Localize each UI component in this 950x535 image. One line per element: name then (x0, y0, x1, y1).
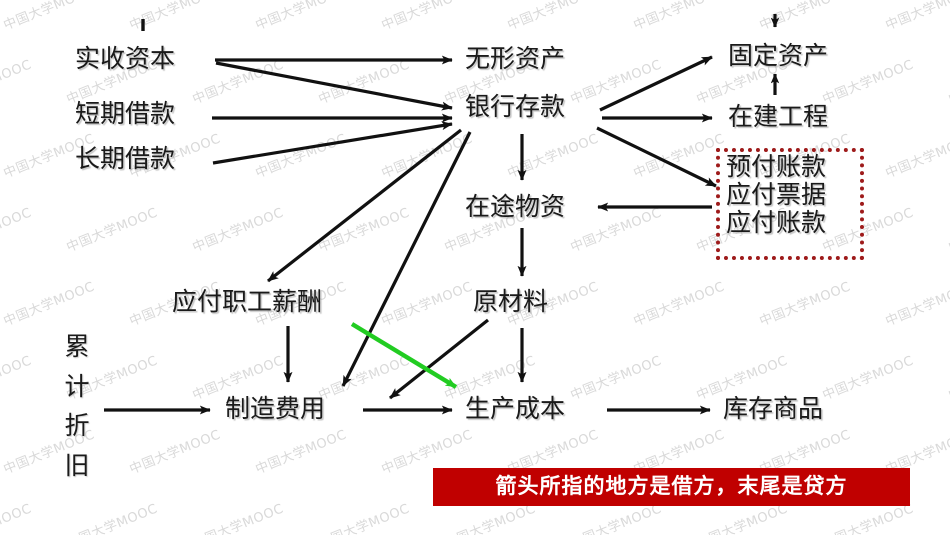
node-finished-goods[interactable]: 库存商品 (723, 394, 824, 423)
watermark-text: 中国大学MOOC (505, 131, 601, 182)
edge-bank-deposit-to-payables-group (596, 126, 717, 188)
watermark-text: 中国大学MOOC (883, 279, 950, 330)
watermark-text: 中国大学MOOC (0, 57, 34, 108)
watermark-text: 中国大学MOOC (316, 353, 412, 404)
watermark-text: 中国大学MOOC (568, 57, 664, 108)
node-short-term-loan[interactable]: 短期借款 (75, 99, 176, 128)
debit-credit-legend-banner: 箭头所指的地方是借方，末尾是贷方 (433, 468, 910, 506)
watermark-text: 中国大学MOOC (568, 353, 664, 404)
watermark-text: 中国大学MOOC (0, 353, 34, 404)
watermark-text: 中国大学MOOC (0, 501, 34, 535)
watermark-text: 中国大学MOOC (631, 0, 727, 34)
watermark-text: 中国大学MOOC (190, 501, 286, 535)
watermark-text: 中国大学MOOC (757, 279, 853, 330)
payables-group-box[interactable]: 预付账款 应付票据 应付账款 (716, 148, 864, 260)
edge-bank-deposit-to-payroll-payable (267, 128, 462, 283)
watermark-text: 中国大学MOOC (316, 501, 412, 535)
watermark-text: 中国大学MOOC (64, 501, 160, 535)
node-prepayments: 预付账款 (726, 152, 827, 181)
node-manufacturing-expense[interactable]: 制造费用 (225, 394, 326, 423)
node-goods-in-transit[interactable]: 在途物资 (465, 192, 566, 221)
watermark-text: 中国大学MOOC (316, 205, 412, 256)
node-production-cost[interactable]: 生产成本 (465, 394, 566, 423)
node-accumulated-depr[interactable]: 累计折旧 (64, 332, 90, 480)
node-paid-in-capital[interactable]: 实收资本 (75, 44, 176, 73)
node-bank-deposit[interactable]: 银行存款 (465, 92, 566, 121)
node-fixed-assets[interactable]: 固定资产 (728, 41, 829, 70)
watermark-text: 中国大学MOOC (505, 0, 601, 34)
node-payroll-payable[interactable]: 应付职工薪酬 (172, 287, 323, 316)
watermark-text: 中国大学MOOC (946, 501, 950, 535)
node-raw-materials[interactable]: 原材料 (473, 287, 549, 316)
watermark-text: 中国大学MOOC (631, 279, 727, 330)
edge-bank-deposit-to-fixed-assets (599, 55, 713, 112)
watermark-text: 中国大学MOOC (0, 205, 34, 256)
watermark-text: 中国大学MOOC (379, 279, 475, 330)
watermark-text: 中国大学MOOC (1, 279, 97, 330)
node-notes-payable: 应付票据 (726, 180, 827, 209)
watermark-text: 中国大学MOOC (946, 205, 950, 256)
watermark-text: 中国大学MOOC (1, 0, 97, 34)
watermark-text: 中国大学MOOC (127, 0, 223, 34)
watermark-text: 中国大学MOOC (820, 353, 916, 404)
edge-raw-materials-to-manufacturing-expense (389, 318, 489, 400)
watermark-text: 中国大学MOOC (757, 0, 853, 34)
edge-paid-in-capital-to-bank-deposit (215, 61, 453, 111)
watermark-text: 中国大学MOOC (631, 131, 727, 182)
watermark-text: 中国大学MOOC (946, 57, 950, 108)
watermark-text: 中国大学MOOC (253, 427, 349, 478)
watermark-text: 中国大学MOOC (127, 427, 223, 478)
watermark-text: 中国大学MOOC (316, 57, 412, 108)
watermark-text: 中国大学MOOC (379, 0, 475, 34)
watermark-text: 中国大学MOOC (190, 57, 286, 108)
edge-bank-deposit-to-manufacturing-expense (341, 131, 472, 387)
watermark-text: 中国大学MOOC (253, 131, 349, 182)
node-long-term-loan[interactable]: 长期借款 (75, 144, 176, 173)
watermark-text: 中国大学MOOC (379, 131, 475, 182)
watermark-text: 中国大学MOOC (883, 0, 950, 34)
watermark-text: 中国大学MOOC (253, 0, 349, 34)
watermark-text: 中国大学MOOC (946, 353, 950, 404)
watermark-text: 中国大学MOOC (568, 205, 664, 256)
node-intangible-assets[interactable]: 无形资产 (465, 44, 566, 73)
edge-long-term-loan-to-bank-deposit (212, 121, 453, 165)
watermark-text: 中国大学MOOC (64, 205, 160, 256)
edge-payroll-payable-to-production-cost-highlight (350, 322, 458, 389)
watermark-text: 中国大学MOOC (883, 131, 950, 182)
node-construction-in-prog[interactable]: 在建工程 (728, 102, 829, 131)
watermark-text: 中国大学MOOC (820, 57, 916, 108)
watermark-text: 中国大学MOOC (190, 205, 286, 256)
node-accounts-payable: 应付账款 (726, 208, 827, 237)
